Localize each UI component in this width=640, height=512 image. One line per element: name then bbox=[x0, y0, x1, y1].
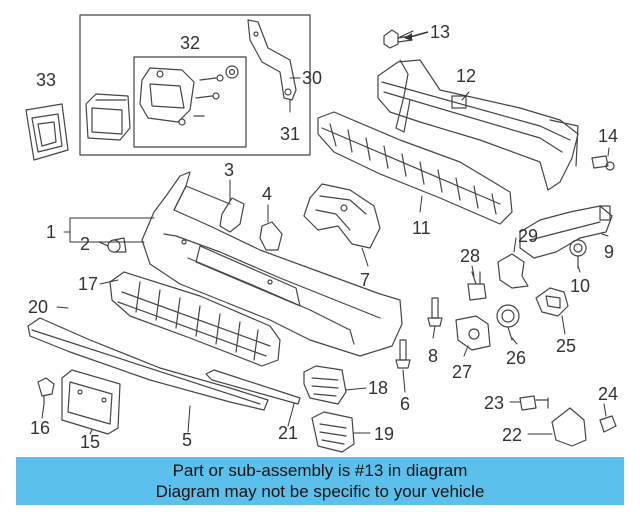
part-label-23[interactable]: 23 bbox=[484, 393, 504, 413]
part-label-6[interactable]: 6 bbox=[400, 394, 410, 414]
bolt-part-14 bbox=[591, 155, 615, 171]
trim-strip-part-21 bbox=[205, 369, 301, 405]
side-bracket-part-9 bbox=[519, 205, 613, 259]
side-grille-part-19 bbox=[311, 411, 355, 453]
part-label-7[interactable]: 7 bbox=[360, 270, 370, 290]
side-grille-part-18 bbox=[303, 365, 347, 405]
parts-diagram: 13 12 14 30 31 32 33 3 4 11 7 9 10 1 2 1… bbox=[25, 14, 618, 453]
energy-absorber-part-11 bbox=[317, 111, 513, 225]
part-label-25[interactable]: 25 bbox=[556, 336, 576, 356]
part-label-10[interactable]: 10 bbox=[570, 276, 590, 296]
bumper-cover-part-1 bbox=[141, 171, 403, 357]
part-label-15[interactable]: 15 bbox=[80, 432, 100, 452]
part-label-4[interactable]: 4 bbox=[262, 184, 272, 204]
part-label-13[interactable]: 13 bbox=[430, 22, 450, 42]
part-label-30[interactable]: 30 bbox=[302, 68, 322, 88]
part-label-27[interactable]: 27 bbox=[452, 362, 472, 382]
license-bracket-part-15 bbox=[61, 369, 121, 435]
sensor-bracket-part-27 bbox=[455, 315, 491, 351]
part-label-18[interactable]: 18 bbox=[368, 378, 388, 398]
part-label-17[interactable]: 17 bbox=[78, 274, 98, 294]
part-label-5[interactable]: 5 bbox=[182, 430, 192, 450]
bracket-part-3 bbox=[219, 197, 245, 233]
screws-part-32 bbox=[193, 65, 239, 117]
part-label-33[interactable]: 33 bbox=[36, 70, 56, 90]
part-label-28[interactable]: 28 bbox=[460, 246, 480, 266]
part-label-21[interactable]: 21 bbox=[278, 423, 298, 443]
banner-line-1: Part or sub-assembly is #13 in diagram bbox=[172, 461, 468, 480]
clip-part-10 bbox=[569, 239, 587, 269]
part-label-8[interactable]: 8 bbox=[428, 346, 438, 366]
highlight-arrowhead bbox=[404, 33, 412, 41]
info-banner: Part or sub-assembly is #13 in diagram D… bbox=[16, 457, 624, 505]
part-label-16[interactable]: 16 bbox=[30, 418, 50, 438]
part-label-22[interactable]: 22 bbox=[502, 425, 522, 445]
part-label-3[interactable]: 3 bbox=[224, 160, 234, 180]
bracket-part-7 bbox=[303, 183, 381, 249]
part-label-2[interactable]: 2 bbox=[80, 234, 90, 254]
leader-lines bbox=[41, 30, 610, 435]
bracket-part-29 bbox=[497, 253, 529, 289]
highlight-arrow bbox=[409, 31, 429, 38]
bolt-part-23 bbox=[519, 395, 549, 411]
part-label-29[interactable]: 29 bbox=[518, 226, 538, 246]
part-label-1[interactable]: 1 bbox=[46, 222, 56, 242]
impact-bar-part-12 bbox=[377, 59, 579, 191]
part-label-9[interactable]: 9 bbox=[604, 242, 614, 262]
part-label-31[interactable]: 31 bbox=[280, 124, 300, 144]
sensor-bracket-part-30 bbox=[247, 19, 297, 101]
part-label-11[interactable]: 11 bbox=[412, 218, 431, 238]
nut-part-24 bbox=[599, 415, 617, 433]
inset-subframe bbox=[133, 56, 247, 148]
clip-part-16 bbox=[37, 377, 55, 405]
grommet-part-2 bbox=[107, 237, 127, 253]
bracket-part-4 bbox=[259, 221, 283, 251]
inset-frame bbox=[79, 14, 311, 156]
part-label-12[interactable]: 12 bbox=[456, 66, 476, 86]
part-label-19[interactable]: 19 bbox=[374, 424, 394, 444]
part-label-32[interactable]: 32 bbox=[180, 33, 200, 53]
part-label-14[interactable]: 14 bbox=[598, 126, 618, 146]
part-label-20[interactable]: 20 bbox=[28, 297, 48, 317]
part-label-24[interactable]: 24 bbox=[598, 384, 618, 404]
tow-cover-part-22 bbox=[551, 407, 587, 447]
banner-line-2: Diagram may not be specific to your vehi… bbox=[155, 482, 485, 501]
sensor-part-28 bbox=[467, 271, 487, 301]
radar-cover-part-33 bbox=[25, 103, 69, 161]
radar-module-part-32 bbox=[85, 93, 131, 141]
screw-part-8 bbox=[427, 297, 443, 327]
sensor-part-25 bbox=[535, 287, 569, 317]
lower-grille-part-17 bbox=[109, 271, 281, 367]
part-label-26[interactable]: 26 bbox=[506, 348, 526, 368]
radar-sensor-part-32 bbox=[139, 67, 195, 126]
screw-part-6 bbox=[395, 339, 411, 369]
spoiler-strip-part-20 bbox=[27, 317, 269, 411]
sensor-ring-part-26 bbox=[496, 304, 520, 341]
